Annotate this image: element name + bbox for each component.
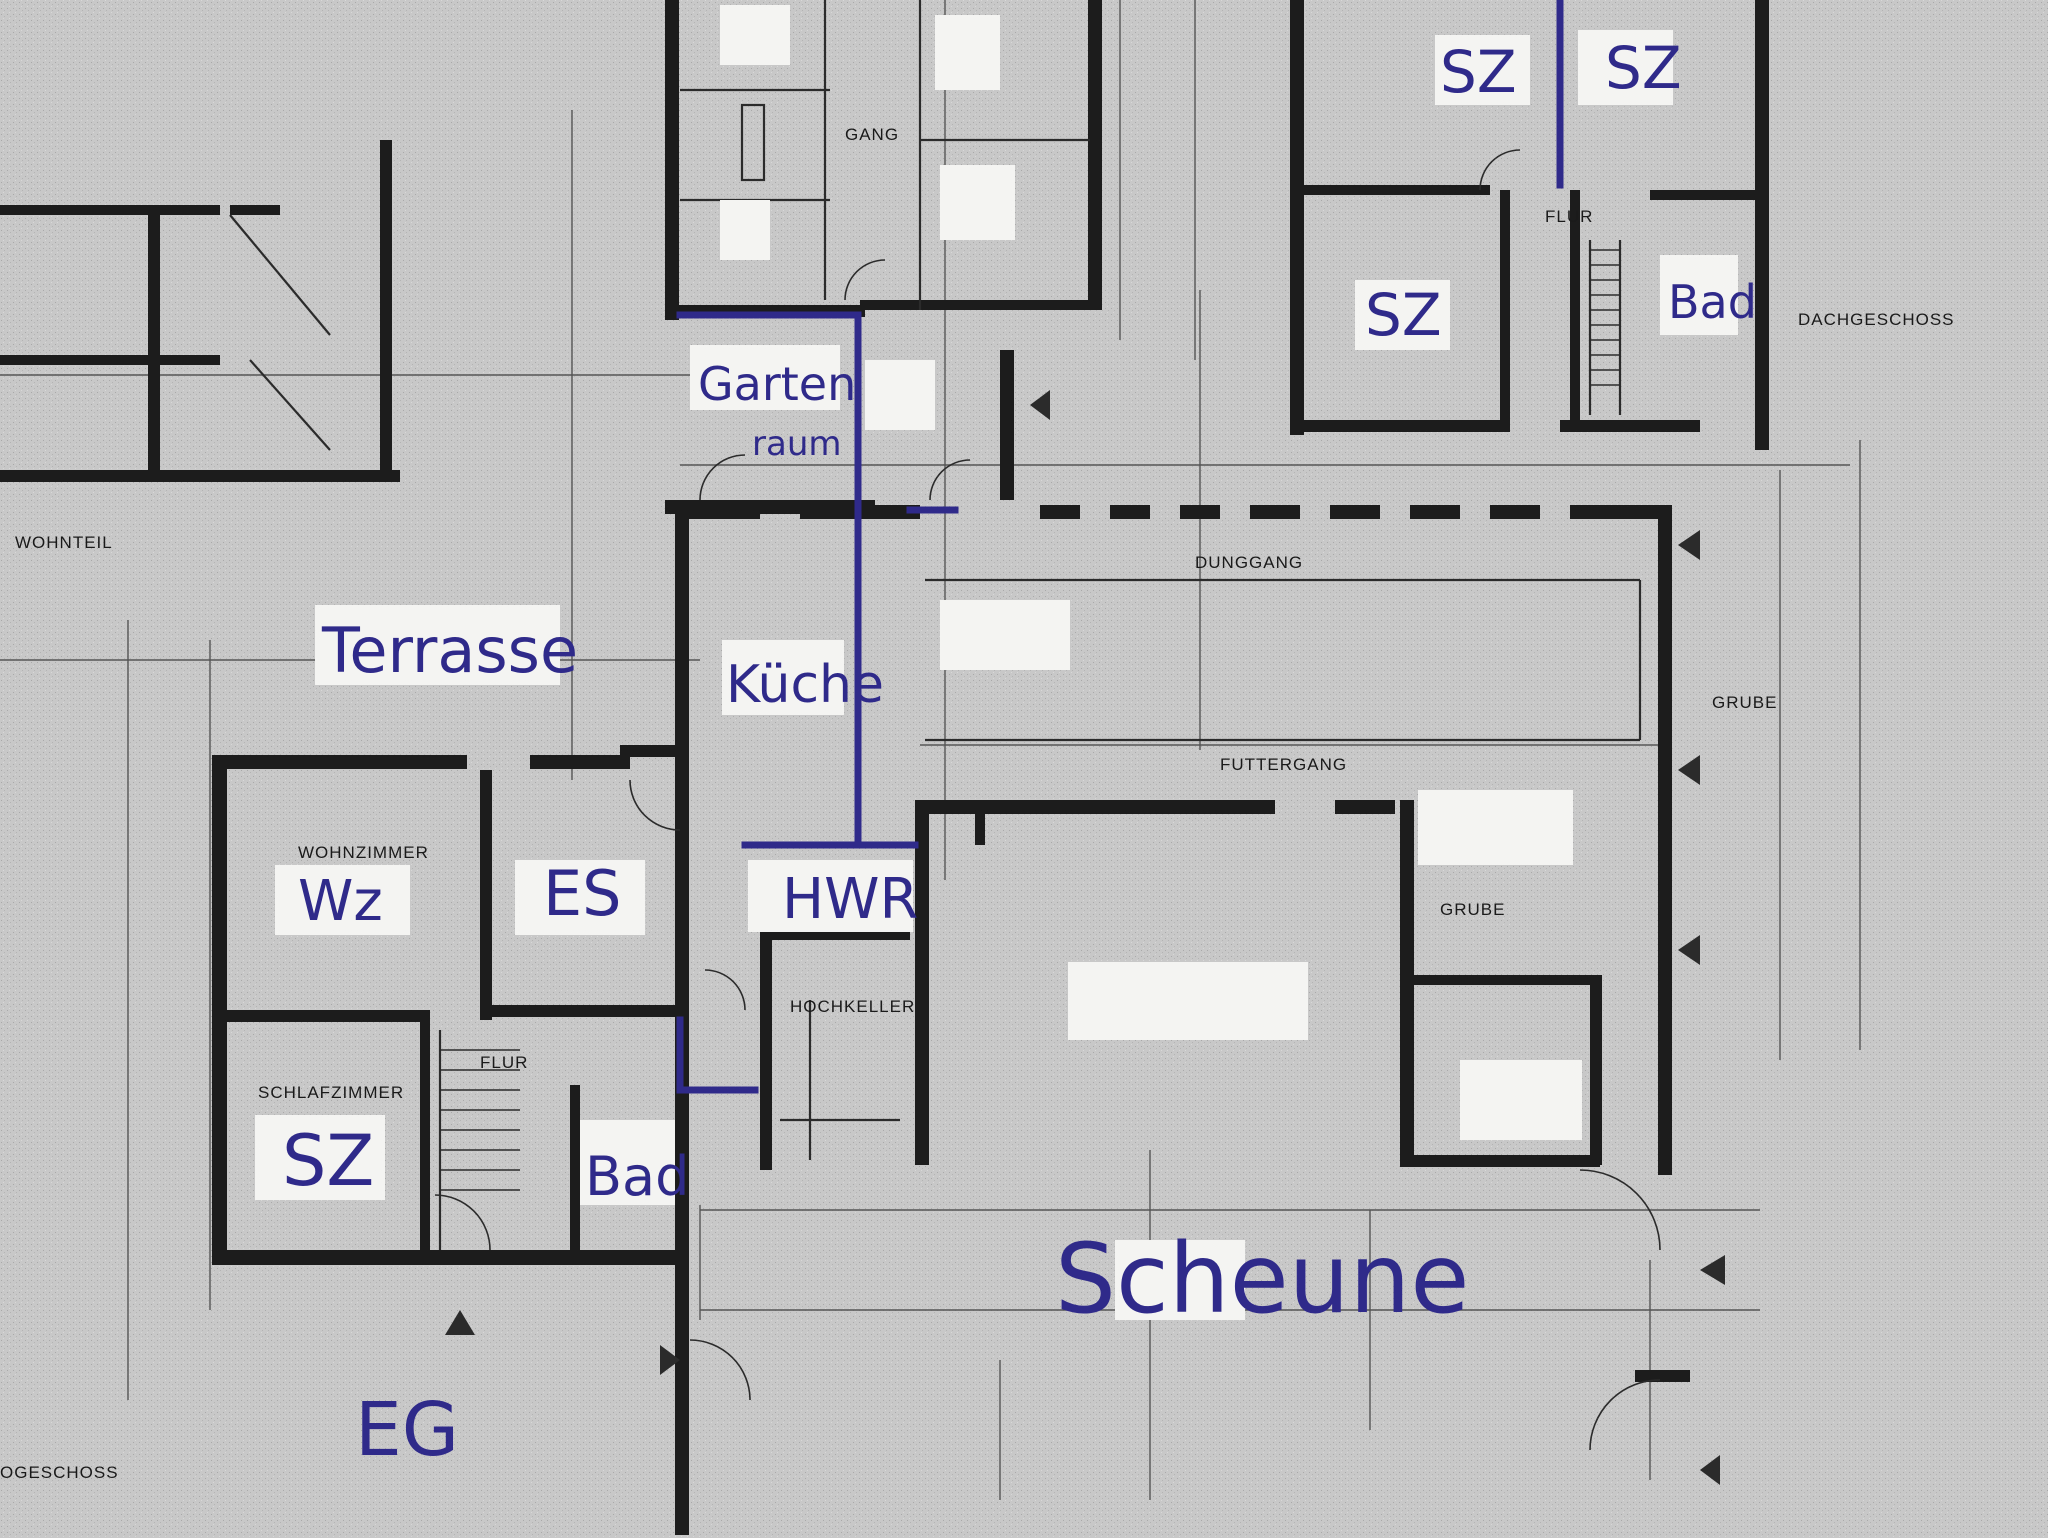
annotation-sz-top-left: SZ: [1440, 38, 1517, 106]
annotation-bad-upper: Bad: [1668, 275, 1757, 329]
annotation-gartenraum-line1: Garten: [698, 357, 856, 411]
label-grube-inner: GRUBE: [1440, 900, 1505, 919]
annotation-sz-lower: SZ: [282, 1120, 374, 1202]
annotation-scheune: Scheune: [1055, 1223, 1469, 1335]
label-flur-lower: FLUR: [480, 1053, 528, 1072]
annotation-hwr: HWR: [782, 867, 918, 932]
annotation-es: ES: [543, 857, 622, 930]
label-wohnteil: WOHNTEIL: [15, 533, 113, 552]
label-hochkeller: HOCHKELLER: [790, 997, 915, 1016]
walls: [0, 0, 1769, 1535]
annotation-gartenraum-line2: raum: [752, 424, 841, 464]
label-futtergang: FUTTERGANG: [1220, 755, 1347, 774]
label-gang: GANG: [845, 125, 899, 144]
label-grube: GRUBE: [1712, 693, 1777, 712]
annotation-kueche: Küche: [726, 655, 884, 715]
label-erdgeschoss: OGESCHOSS: [0, 1463, 119, 1482]
label-patches: [255, 30, 1738, 1320]
annotation-eg: EG: [355, 1387, 459, 1473]
annotation-bad-lower: Bad: [585, 1145, 689, 1208]
interior-lines: [229, 0, 1642, 1250]
annotation-sz-top-right: SZ: [1605, 34, 1682, 102]
pen-walls: [676, 0, 1564, 1094]
annotation-sz-upper: SZ: [1365, 281, 1442, 349]
label-dunggang: DUNGGANG: [1195, 553, 1303, 572]
whiteout-patches: [720, 5, 1582, 1140]
label-schlafzimmer: SCHLAFZIMMER: [258, 1083, 404, 1102]
annotation-wz: Wz: [298, 869, 383, 934]
label-dachgeschoss: DACHGESCHOSS: [1798, 310, 1955, 329]
label-wohnzimmer: WOHNZIMMER: [298, 843, 429, 862]
door-swings: [434, 149, 1661, 1451]
label-flur-upper: FLUR: [1545, 207, 1593, 226]
stair-treads: [440, 249, 1620, 1191]
dimension-lines: [0, 0, 1861, 1500]
annotation-terrasse: Terrasse: [321, 614, 578, 687]
entrance-arrows: [445, 390, 1725, 1485]
